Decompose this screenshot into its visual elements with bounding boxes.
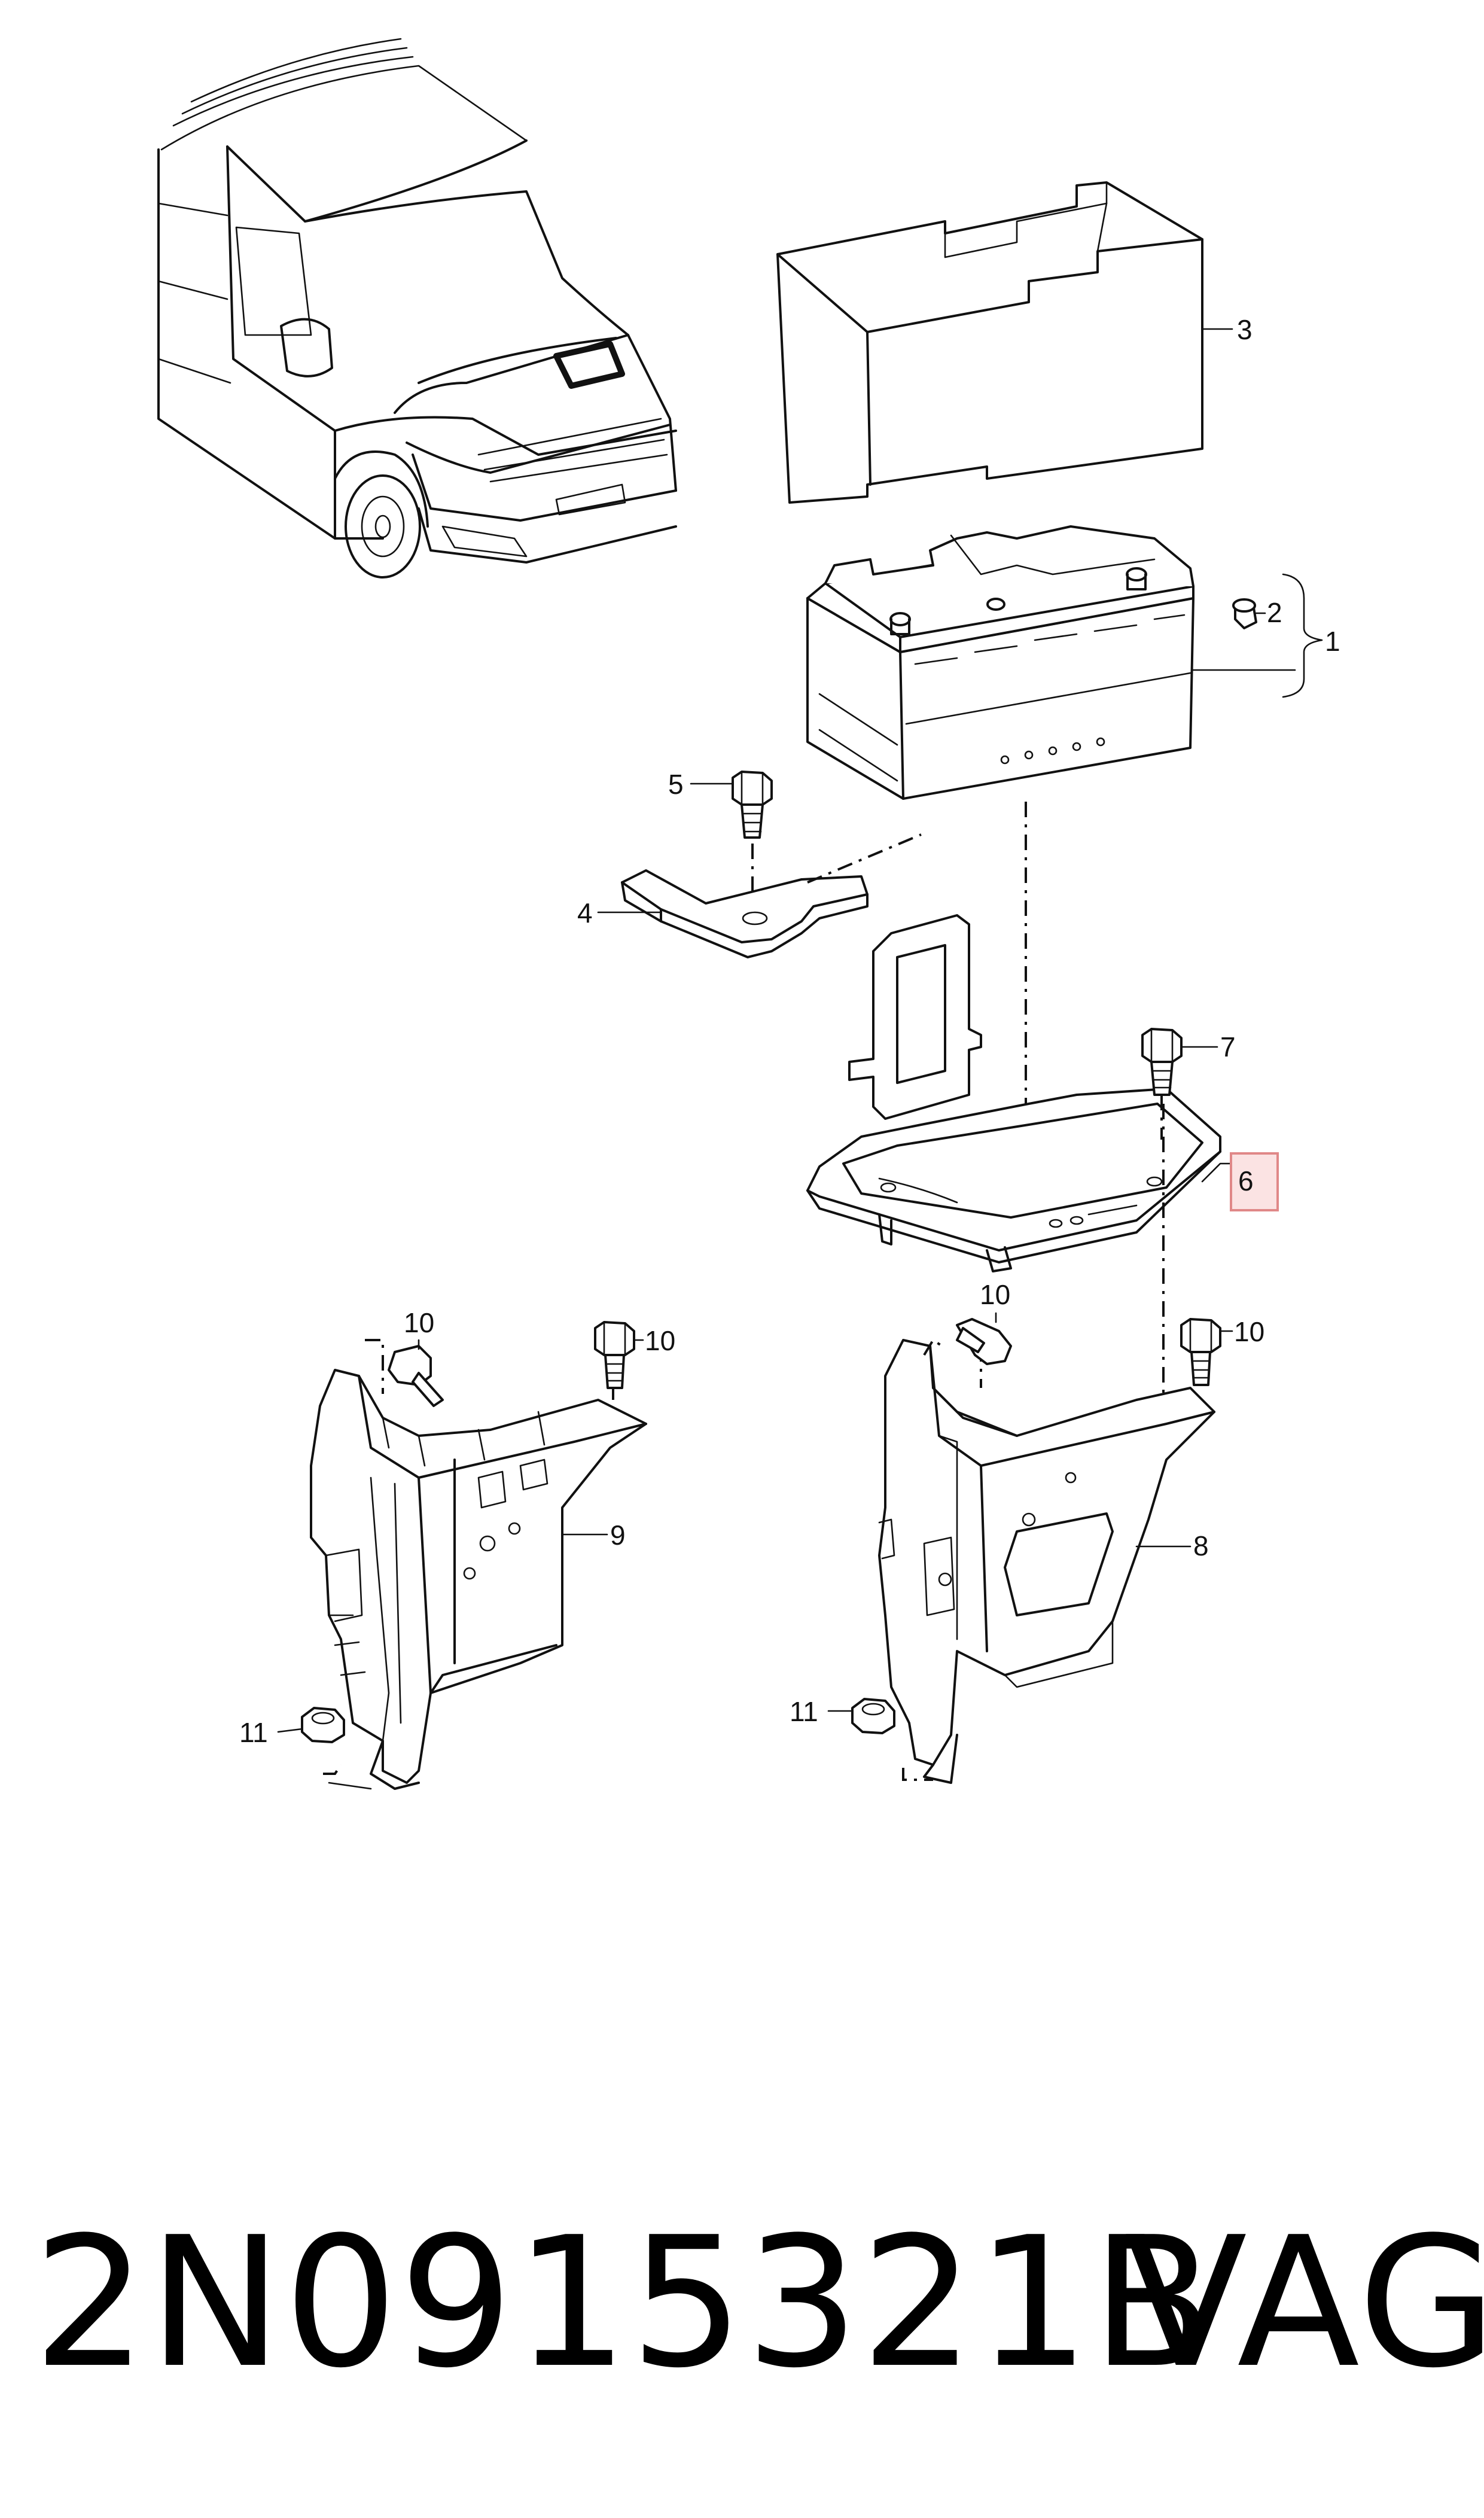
callout-4: 4	[577, 897, 593, 928]
callout-10-b: 10	[645, 1325, 675, 1356]
bolt-10-c	[956, 1318, 1012, 1365]
callout-11-b: 11	[790, 1696, 818, 1727]
callout-3: 3	[1237, 314, 1253, 345]
right-bracket	[878, 1339, 1215, 1784]
callout-labels: 1 2 3 4 5 6 7 8 9 10 10 10 10 11 11	[239, 314, 1340, 1748]
leader-lines	[277, 328, 1323, 1733]
alignment-line-bracket-9a	[365, 1339, 384, 1394]
callout-10-c: 10	[980, 1279, 1010, 1310]
bolt-7	[1141, 1028, 1183, 1096]
callout-8: 8	[1193, 1530, 1209, 1561]
callout-10-d: 10	[1234, 1316, 1264, 1347]
alignment-line-bracket-8a	[923, 1338, 943, 1356]
bolt-10-b	[594, 1321, 635, 1389]
battery-tray[interactable]	[806, 914, 1221, 1272]
callout-5: 5	[668, 769, 684, 800]
alignment-line-nut-11a	[323, 1764, 342, 1775]
bolt-5	[732, 771, 773, 839]
callout-2: 2	[1267, 597, 1282, 628]
callout-11-a: 11	[239, 1717, 268, 1748]
callout-10-a: 10	[404, 1307, 434, 1338]
callout-1: 1	[1325, 626, 1340, 657]
nut-11-b	[851, 1698, 895, 1734]
left-bracket	[310, 1369, 647, 1790]
callout-7: 7	[1220, 1031, 1236, 1062]
bolt-10-a	[388, 1345, 444, 1407]
highlight-box-6	[1230, 1152, 1279, 1211]
brand-label: VAG	[1125, 2199, 1484, 2407]
vehicle-illustration	[157, 38, 677, 578]
battery-cover-box	[776, 181, 1203, 504]
callout-9: 9	[610, 1520, 626, 1551]
bolt-10-d	[1180, 1318, 1221, 1386]
hold-down-clamp	[621, 833, 922, 958]
alignment-line-nut-11b	[902, 1768, 933, 1781]
battery	[806, 525, 1194, 800]
callout-6[interactable]: 6	[1238, 1165, 1254, 1196]
vent-plug	[1232, 598, 1257, 629]
part-number: 2N0915321B	[33, 2199, 1216, 2407]
nut-11-a	[301, 1707, 345, 1743]
bracket-foot-9	[328, 1782, 372, 1790]
